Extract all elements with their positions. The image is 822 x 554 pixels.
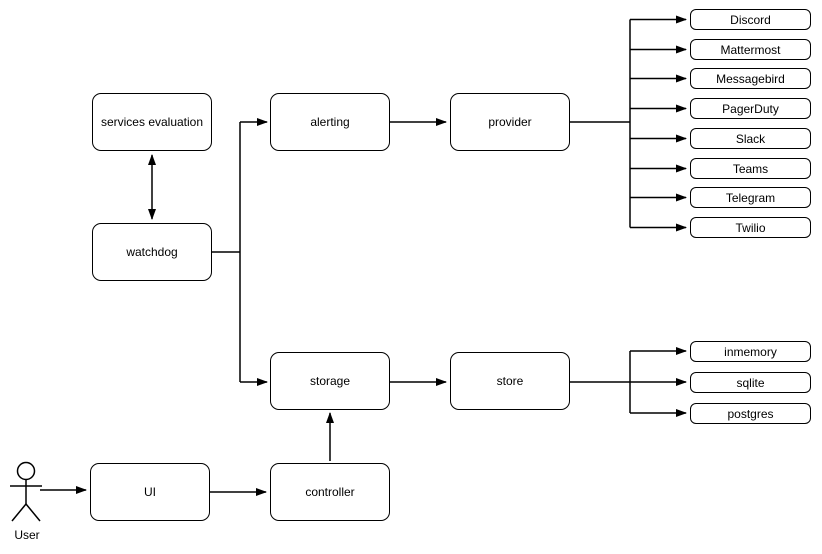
node-provider-messagebird: Messagebird: [690, 68, 811, 89]
node-store-postgres: postgres: [690, 403, 811, 424]
node-provider-discord: Discord: [690, 9, 811, 30]
node-watchdog: watchdog: [92, 223, 212, 281]
node-provider: provider: [450, 93, 570, 151]
node-provider-twilio: Twilio: [690, 217, 811, 238]
node-provider-slack: Slack: [690, 128, 811, 149]
node-provider-teams: Teams: [690, 158, 811, 179]
node-store: store: [450, 352, 570, 410]
node-store-sqlite: sqlite: [690, 372, 811, 393]
node-provider-telegram: Telegram: [690, 187, 811, 208]
node-controller: controller: [270, 463, 390, 521]
user-actor-label: User: [14, 528, 40, 542]
node-alerting: alerting: [270, 93, 390, 151]
node-provider-mattermost: Mattermost: [690, 39, 811, 60]
edge-provider-trunk: [570, 19, 631, 228]
edge-watchdog-trunk: [212, 122, 241, 382]
node-store-inmemory: inmemory: [690, 341, 811, 362]
node-services-evaluation: services evaluation: [92, 93, 212, 151]
user-actor-icon: [10, 461, 42, 522]
node-ui: UI: [90, 463, 210, 521]
node-storage: storage: [270, 352, 390, 410]
node-provider-pagerduty: PagerDuty: [690, 98, 811, 119]
edge-store-trunk: [570, 351, 631, 413]
